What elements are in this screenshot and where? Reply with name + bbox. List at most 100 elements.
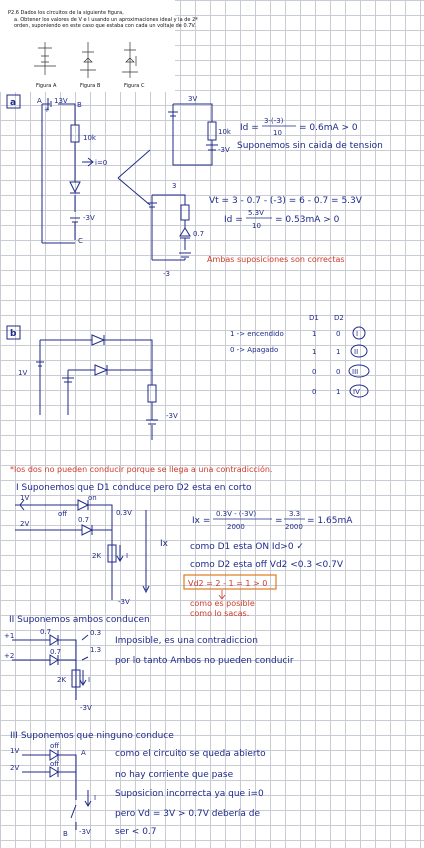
a-top-eq-lhs: Id = [240, 123, 259, 133]
case2-circuit [12, 634, 89, 700]
b-minus3v: -3V [166, 412, 178, 420]
case3-2v: 2V [10, 764, 19, 772]
table-header-d1: D1 [309, 314, 319, 322]
case3-off1: off [50, 742, 59, 750]
case1-eq-den2: 2000 [285, 523, 303, 531]
table-r3-d1: 0 [312, 368, 316, 376]
case3-line5: ser < 0.7 [115, 827, 157, 837]
case3-i: I [94, 794, 96, 802]
a-top-eq-den: 10 [273, 129, 282, 137]
section-a-tag: a [6, 94, 21, 109]
a-bot-07: 0.7 [193, 230, 204, 238]
problem-line-2: orden, suponiendo en este caso que estab… [14, 23, 196, 29]
a-top-note: Suponemos sin caida de tension [237, 141, 383, 151]
fig-label-a: Figura A [36, 83, 57, 89]
case1-line2: como D1 esta ON Id>0 ✓ [190, 542, 304, 552]
case2-i: I [88, 676, 90, 684]
case3-node-a: A [81, 749, 86, 757]
table-r3-case: III [352, 368, 358, 376]
case3-circuit [22, 749, 92, 830]
case1-eq-mid: = [275, 516, 283, 526]
circuit-b [36, 334, 158, 440]
a-top-eq-res: = 0.6mA > 0 [299, 123, 358, 133]
header-background [0, 0, 175, 92]
figure-a-thumbnail [34, 42, 56, 75]
case1-eq-num2: 3.3 [289, 510, 300, 518]
table-r1-d1: 1 [312, 330, 316, 338]
table-r1-d2: 0 [336, 330, 340, 338]
case1-2v: 2V [20, 520, 29, 528]
case3-line2: no hay corriente que pase [115, 770, 234, 780]
case1-eq-num: 0.3V - (-3V) [216, 510, 256, 518]
table-r4-d2: 1 [336, 388, 340, 396]
case2-plus1: +1 [4, 632, 14, 640]
case3-title: III Suponemos que ninguno conduce [10, 731, 174, 741]
case3-minus3v: -3V [79, 828, 91, 836]
branch-arrows [117, 149, 151, 206]
case3-node-b: B [63, 830, 68, 838]
table-r4-case: IV [353, 388, 360, 396]
a-bot-minus3: -3 [163, 270, 170, 278]
truth-table: D1 D2 1 0 I 1 1 II 0 0 III 0 1 IV [309, 314, 370, 398]
resistor-10k: 10k [83, 134, 97, 142]
case1-i: I [126, 552, 128, 560]
figure-b-thumbnail [80, 42, 96, 78]
a-bot-vt-line: Vt = 3 - 0.7 - (-3) = 6 - 0.7 = 5.3V [209, 196, 363, 206]
a-conclusion: Ambas suposiciones son correctas [207, 255, 345, 264]
source-minus3v: -3V [83, 214, 95, 222]
problem-line-1: a. Obtener los valores de V e I usando u… [14, 17, 198, 23]
a-bot-id-res: = 0.53mA > 0 [275, 215, 340, 225]
current-i0: i=0 [95, 159, 107, 167]
case1-minus3v: -3V [118, 598, 130, 606]
case1-circuit [15, 499, 150, 600]
case1-highlight-box [183, 574, 277, 590]
fig-label-b: Figura B [80, 83, 101, 89]
problem-header: P2.6 Dados los circuitos de la siguiente… [0, 0, 198, 92]
plus-sign: + [44, 106, 50, 114]
table-r3-d2: 0 [336, 368, 340, 376]
b-1v: 1V [18, 369, 27, 377]
section-b-letter: b [10, 329, 17, 339]
legend-on: 1 -> encendido [230, 330, 284, 338]
case2-13: 1.3 [90, 646, 101, 654]
case1-x-note2: como lo sacas. [190, 609, 249, 618]
fig-label-c: Figura C [124, 83, 145, 89]
case1-2k: 2K [92, 552, 101, 560]
case1-eq-den: 2000 [227, 523, 245, 531]
table-r2-case: II [354, 348, 358, 356]
a-bot-id-lhs: Id = [224, 215, 243, 225]
problem-title: P2.6 Dados los circuitos de la siguiente… [8, 10, 124, 16]
a-top-minus3v: -3V [218, 146, 230, 154]
b-red-note: *los dos no pueden conducir porque se ll… [10, 464, 272, 474]
case1-eq-res: = 1.65mA [307, 516, 353, 526]
a-bot-id-num: 5.3V [248, 209, 264, 217]
case3-1v: 1V [10, 747, 19, 755]
case1-off: off [58, 510, 67, 518]
a-top-3v: 3V [188, 95, 197, 103]
case3-off2: off [50, 760, 59, 768]
case1-ix: Ix [160, 539, 169, 549]
legend-off: 0 -> Apagado [230, 346, 278, 354]
a-bot-3: 3 [172, 182, 176, 190]
case2-title: II Suponemos ambos conducen [9, 615, 150, 625]
case2-03: 0.3 [90, 629, 101, 637]
figure-c-thumbnail [122, 42, 138, 78]
table-r2-d1: 1 [312, 348, 316, 356]
node-a-label: A [37, 97, 42, 105]
source-13v: 13V [54, 97, 68, 105]
table-r2-d2: 1 [336, 348, 340, 356]
section-b-tag: b [6, 325, 21, 340]
circuit-a-bottom [147, 194, 191, 261]
case2-line2: por lo tanto Ambos no pueden conducir [115, 656, 294, 666]
node-c-label: C [78, 237, 83, 245]
case1-line3: como D2 esta off Vd2 <0.3 <0.7V [190, 560, 344, 570]
table-r1-case: I [356, 330, 358, 338]
case3-line4: pero Vd = 3V > 0.7V debería de [115, 809, 261, 819]
case1-on: on [88, 494, 97, 502]
case1-box-text: Vd2 = 2 - 1 = 1 > 0 [188, 579, 267, 588]
case1-07: 0.7 [78, 516, 89, 524]
a-bot-id-den: 10 [252, 222, 261, 230]
case1-1v: 1V [20, 494, 29, 502]
section-a-letter: a [10, 98, 16, 108]
